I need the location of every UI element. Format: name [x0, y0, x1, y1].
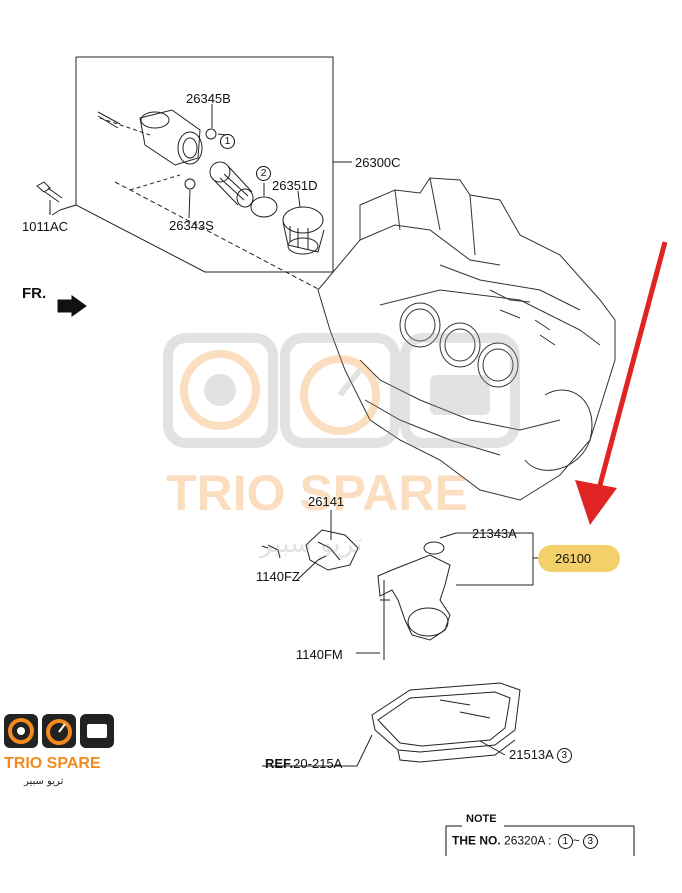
red-arrow	[575, 241, 668, 525]
filter-cap	[282, 206, 325, 255]
filter-housing	[139, 109, 203, 166]
watermark-brand: TRIO SPARE	[166, 465, 468, 521]
label-26343S: 26343S	[169, 218, 214, 233]
label-fr: FR.	[22, 285, 47, 302]
label-26300C: 26300C	[355, 155, 401, 170]
watermark-arabic: تريو سبير	[258, 529, 362, 559]
label-1140FZ: 1140FZ	[256, 569, 300, 584]
note-range-to: 3	[582, 834, 598, 849]
ref-prefix: REF.	[265, 756, 294, 771]
filter-element	[209, 161, 254, 208]
circle-1: 1	[217, 134, 235, 150]
note-prefix: THE NO.	[452, 833, 501, 848]
oil-pan	[371, 682, 521, 763]
highlight-26100	[538, 545, 620, 572]
label-26141: 26141	[308, 494, 345, 509]
note-line: THE NO. 26320A : 1~3	[452, 834, 598, 849]
engine-block	[317, 177, 616, 501]
label-21343A: 21343A	[472, 526, 517, 541]
brand-logo: TRIO SPARE تريو سبير	[4, 714, 114, 787]
label-1140FM: 1140FM	[296, 647, 343, 662]
label-1011AC: 1011AC	[22, 219, 69, 234]
watermark: TRIO SPARE تريو سبير	[163, 333, 520, 559]
circle-3: 3	[556, 748, 572, 764]
note-range-from: 1	[557, 834, 573, 849]
circle-2: 2	[253, 166, 271, 182]
ref-value: 20-215A	[293, 756, 343, 771]
label-26351D: 26351D	[272, 178, 318, 193]
label-ref: REF.20-215A	[265, 757, 342, 770]
screen-cover	[305, 529, 359, 571]
part-21513A: 21513A	[509, 747, 554, 762]
logo-arabic: تريو سبير	[23, 776, 64, 787]
filter-frame	[75, 56, 334, 273]
oil-strainer	[377, 541, 451, 646]
label-26345B: 26345B	[186, 91, 231, 106]
label-26100: 26100	[555, 551, 592, 566]
note-title: NOTE	[466, 813, 497, 825]
logo-brand: TRIO SPARE	[4, 755, 101, 772]
note-text: 26320A	[504, 833, 545, 848]
note-range-sep: ~	[572, 833, 580, 848]
